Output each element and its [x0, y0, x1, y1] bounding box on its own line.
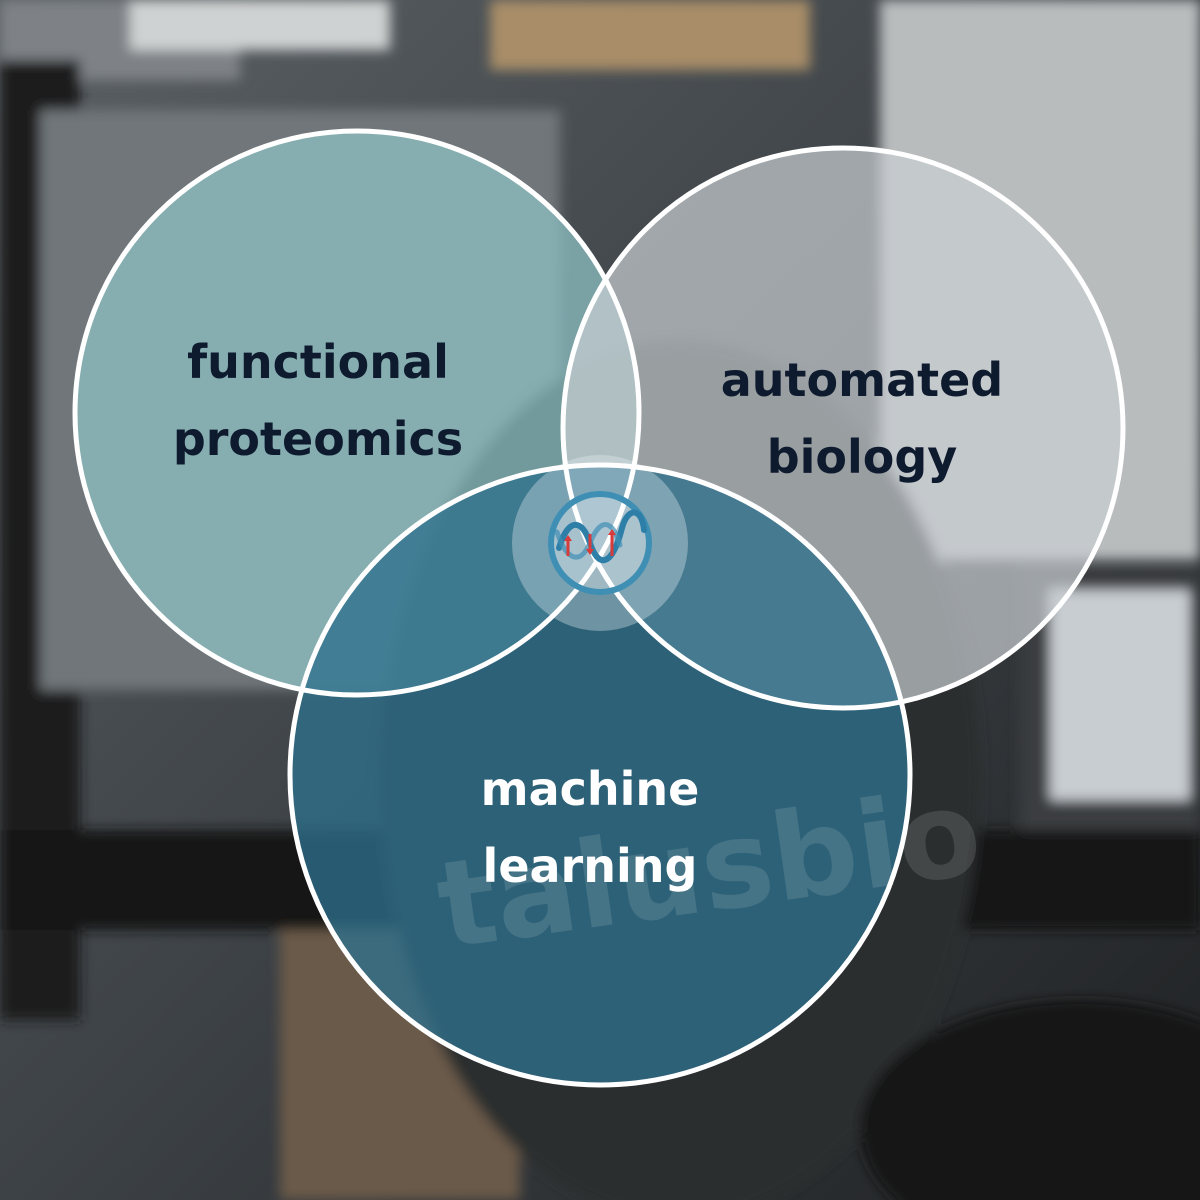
venn-outlines — [72, 128, 1126, 1088]
venn-label-machine-learning-line-1: machine — [481, 762, 700, 816]
venn-center-overlap — [512, 455, 688, 631]
venn-label-machine-learning-line-2: learning — [483, 839, 698, 893]
venn-outline-automated-biology — [560, 145, 1126, 711]
logo-ring — [548, 491, 652, 595]
venn-label-automated-biology-line-2: biology — [767, 430, 958, 484]
background-boxes — [490, 0, 810, 70]
logo-arrows — [564, 529, 616, 556]
venn-outline-functional-proteomics — [72, 128, 642, 698]
talus-bio-logo-icon — [548, 491, 652, 595]
background-clock-display — [130, 0, 390, 50]
venn-label-functional-proteomics-line-1: functional — [187, 335, 449, 389]
venn-circles — [75, 131, 1123, 1085]
venn-label-automated-biology-line-1: automated — [721, 353, 1003, 407]
venn-circle-machine-learning — [290, 465, 910, 1085]
venn-label-functional-proteomics-line-2: proteomics — [173, 412, 463, 466]
venn-outline-machine-learning — [287, 462, 913, 1088]
venn-labels: functional proteomics automated biology mach… — [173, 335, 1003, 893]
logo-wave — [556, 509, 647, 564]
